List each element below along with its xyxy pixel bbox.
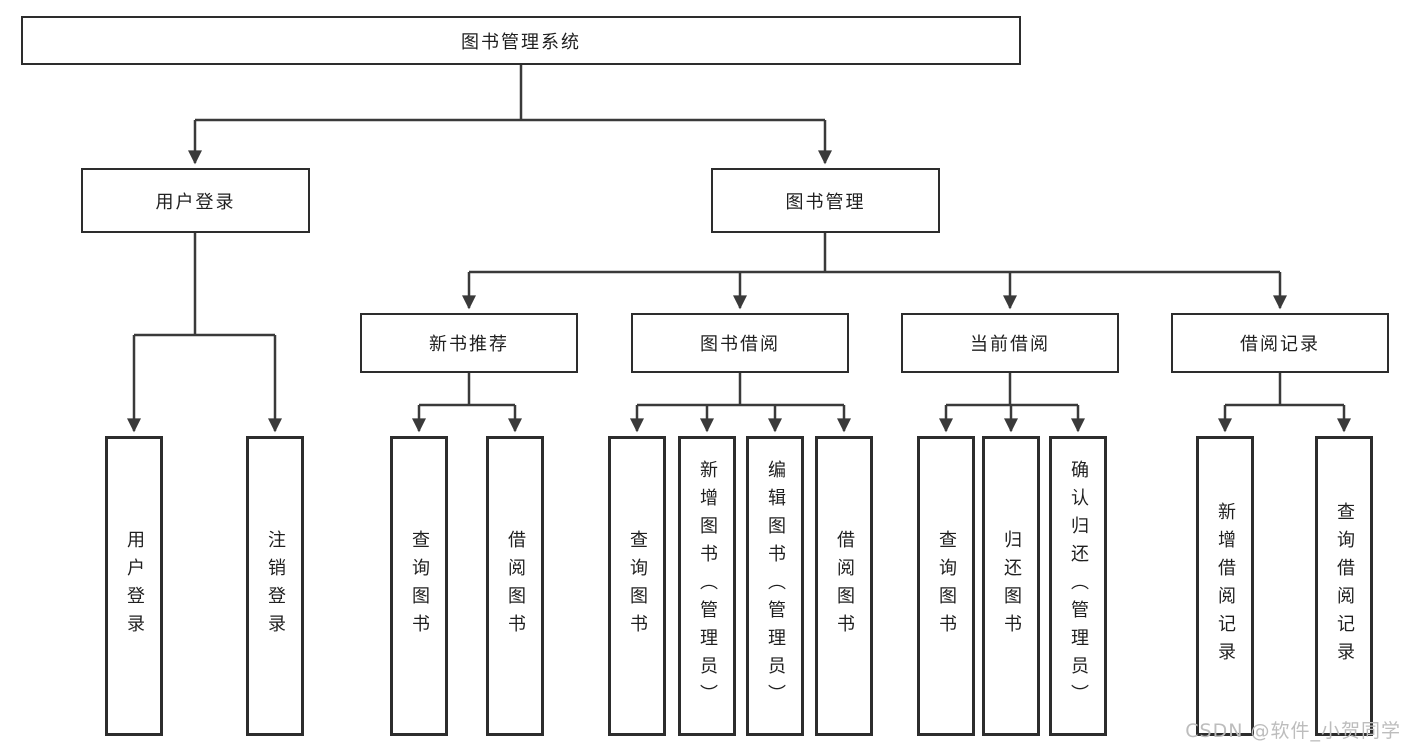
leaf-logout: 注销登录	[246, 436, 304, 736]
node-user-login: 用户登录	[81, 168, 310, 233]
leaf-query-books: 查询图书	[390, 436, 448, 736]
leaf-user-login: 用户登录	[105, 436, 163, 736]
leaf-add-borrow-record: 新增借阅记录	[1196, 436, 1254, 736]
node-book-borrowing: 图书借阅	[631, 313, 849, 373]
leaf-edit-books-admin: 编辑图书（管理员）	[746, 436, 804, 736]
leaf-confirm-return-admin: 确认归还（管理员）	[1049, 436, 1107, 736]
node-borrowing-records: 借阅记录	[1171, 313, 1389, 373]
leaf-query-borrow-record: 查询借阅记录	[1315, 436, 1373, 736]
node-book-management: 图书管理	[711, 168, 940, 233]
arrow-drops	[127, 120, 1351, 433]
csdn-watermark: CSDN @软件_小贺同学	[1185, 720, 1401, 742]
leaf-borrow-books: 借阅图书	[486, 436, 544, 736]
leaf-return-books: 归还图书	[982, 436, 1040, 736]
leaf-query-books: 查询图书	[608, 436, 666, 736]
tree-bus-lines	[134, 65, 1344, 407]
node-new-book-recommend: 新书推荐	[360, 313, 578, 373]
leaf-add-books-admin: 新增图书（管理员）	[678, 436, 736, 736]
leaf-borrow-books: 借阅图书	[815, 436, 873, 736]
leaf-query-books: 查询图书	[917, 436, 975, 736]
node-root-library-management-system: 图书管理系统	[21, 16, 1021, 65]
node-current-borrowing: 当前借阅	[901, 313, 1119, 373]
